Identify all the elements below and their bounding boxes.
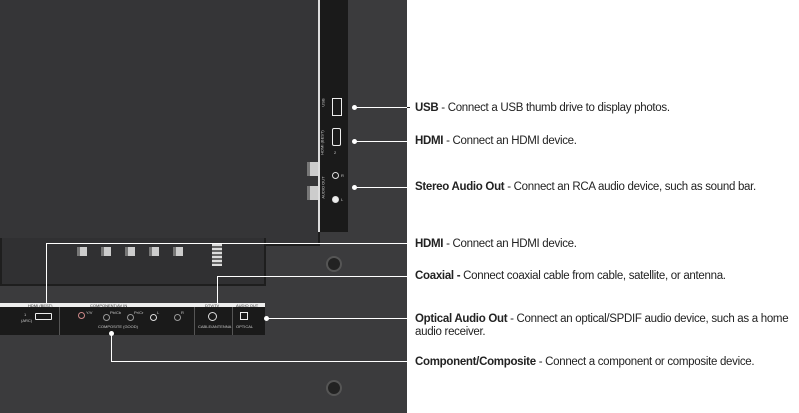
side-usb-label: USB	[320, 98, 326, 107]
callout-optical: Optical Audio Out - Connect an optical/S…	[415, 313, 790, 339]
tv-button	[173, 247, 183, 256]
leader-usb	[354, 107, 407, 108]
callout-title: HDMI	[415, 135, 444, 147]
l-label: L	[157, 310, 160, 315]
r-label: R	[181, 310, 184, 315]
callout-desc: - Connect a component or composite devic…	[535, 356, 755, 368]
callout-title: HDMI	[415, 238, 444, 250]
callout-usb: USB - Connect a USB thumb drive to displ…	[415, 102, 670, 115]
tv-button	[101, 247, 111, 256]
side-button	[307, 186, 318, 200]
optical-label: OPTICAL	[236, 324, 254, 329]
callout-title: Component/Composite	[415, 356, 536, 368]
hdmi-2-port[interactable]	[332, 128, 341, 146]
callout-component: Component/Composite - Connect a componen…	[415, 356, 755, 369]
callout-desc: - Connect an optical/SPDIF audio device,…	[415, 313, 789, 338]
callout-hdmi-bottom: HDMI - Connect an HDMI device.	[415, 238, 577, 251]
tv-button	[149, 247, 159, 256]
side-button	[307, 162, 318, 176]
hdmi-1-port[interactable]	[35, 313, 52, 320]
side-hdmi-label: HDMI (BEST)	[319, 130, 325, 155]
dtv-label: DTV/TV	[205, 303, 220, 308]
audio-r-label: R	[341, 173, 344, 178]
tv-back-panel	[0, 0, 320, 246]
bottom-hdmi-label: HDMI (BEST)	[28, 303, 53, 308]
component-pb-port[interactable]	[103, 314, 110, 321]
leader-component	[111, 361, 407, 362]
hdmi-arc-label: (ARC)	[21, 318, 33, 323]
callout-title: Optical Audio Out	[415, 313, 508, 325]
callout-stereo-audio: Stereo Audio Out - Connect an RCA audio …	[415, 181, 756, 194]
usb-port[interactable]	[332, 98, 342, 116]
hdmi-2-number: 2	[334, 150, 337, 155]
tv-lower-panel	[0, 238, 266, 286]
leader-hdmi-bottom	[46, 243, 407, 244]
side-audio-label: AUDIO OUT	[320, 176, 326, 199]
callout-desc: Connect coaxial cable from cable, satell…	[463, 270, 726, 282]
screw-icon	[326, 380, 342, 396]
callout-desc: - Connect an RCA audio device, such as s…	[504, 181, 756, 193]
audio-l-label: L	[341, 197, 344, 202]
screw-icon	[326, 256, 342, 272]
tv-button	[77, 247, 87, 256]
component-label: COMPONENT/AV IN	[90, 303, 128, 308]
audio-r-port[interactable]	[332, 172, 339, 179]
audio-out-label: AUDIO OUT	[236, 303, 259, 308]
cable-antenna-label: CABLE/ANTENNA	[198, 324, 232, 329]
leader-hdmi-side	[354, 141, 407, 142]
leader-audio	[354, 187, 407, 188]
tv-button	[125, 247, 135, 256]
bottom-port-panel: HDMI (BEST) COMPONENT/AV IN DTV/TV AUDIO…	[0, 303, 265, 335]
audio-l-port[interactable]	[150, 314, 157, 321]
callout-title: USB	[415, 102, 439, 114]
audio-l-port[interactable]	[332, 196, 339, 203]
callout-title: Stereo Audio Out	[415, 181, 505, 193]
leader-optical	[268, 318, 407, 319]
callout-hdmi-side: HDMI - Connect an HDMI device.	[415, 135, 577, 148]
tv-back: USB HDMI (BEST) 2 AUDIO OUT R L HDMI (BE…	[0, 0, 407, 413]
hdmi-1-number: 1	[24, 312, 27, 317]
audio-r-port[interactable]	[174, 314, 181, 321]
yv-label: Y/V	[86, 310, 93, 315]
callout-desc: - Connect an HDMI device.	[443, 135, 577, 147]
optical-port[interactable]	[240, 312, 248, 320]
side-port-panel: USB HDMI (BEST) 2 AUDIO OUT R L	[318, 0, 348, 232]
power-cable-icon	[212, 244, 222, 266]
pb-label: Pb/Cb	[110, 310, 122, 315]
component-pr-port[interactable]	[127, 314, 134, 321]
composite-label: COMPOSITE (GOOD)	[98, 324, 138, 329]
leader-coaxial	[217, 276, 407, 277]
pr-label: Pr/Cr	[134, 310, 144, 315]
callout-coaxial: Coaxial - Connect coaxial cable from cab…	[415, 270, 726, 283]
coaxial-port[interactable]	[208, 312, 217, 321]
callout-title: Coaxial -	[415, 270, 464, 282]
callout-desc: - Connect an HDMI device.	[443, 238, 577, 250]
callout-desc: - Connect a USB thumb drive to display p…	[438, 102, 670, 114]
component-y-port[interactable]	[78, 312, 85, 319]
